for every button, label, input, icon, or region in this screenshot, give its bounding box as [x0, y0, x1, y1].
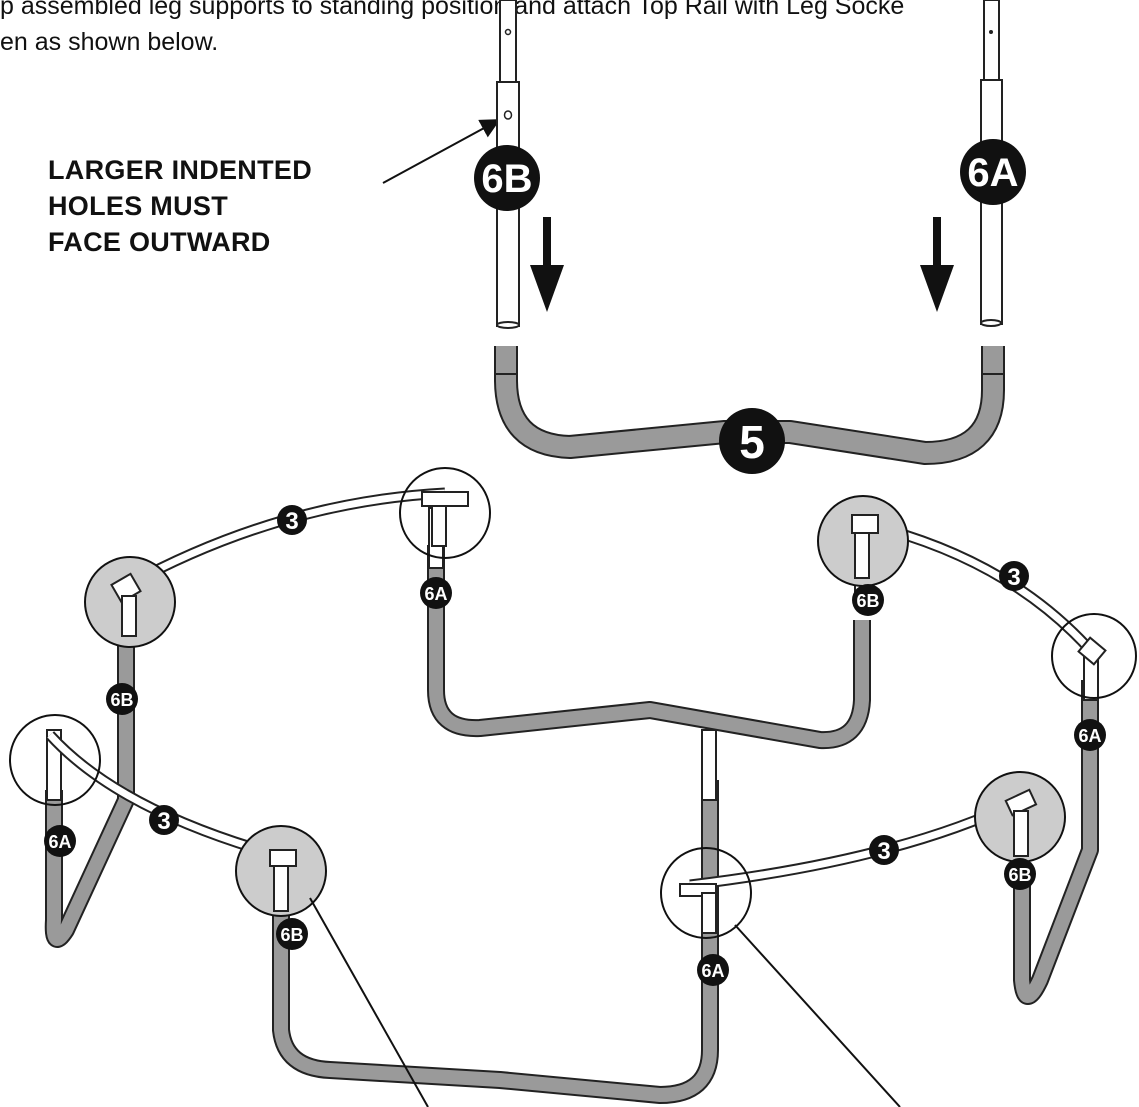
instruction-line-2: en as shown below. [0, 28, 219, 56]
instruction-line-1: p assembled leg supports to standing pos… [0, 0, 905, 20]
callout-line [734, 924, 901, 1107]
detail-circle-6b [235, 825, 327, 917]
svg-text:6B: 6B [1008, 865, 1031, 885]
svg-text:6A: 6A [424, 584, 447, 604]
badge-5-large: 5 [719, 408, 785, 474]
detail-circle-6a [1051, 613, 1137, 699]
svg-text:3: 3 [285, 508, 298, 535]
instruction-text: p assembled leg supports to standing pos… [0, 0, 1139, 60]
svg-text:3: 3 [1007, 564, 1020, 591]
badge-6b: 6B [106, 683, 138, 715]
u-base-front [272, 780, 719, 1104]
warning-label: LARGER INDENTED HOLES MUST FACE OUTWARD [48, 152, 312, 260]
badge-6a: 6A [697, 954, 729, 986]
top-rail-front [689, 795, 1025, 891]
warning-pointer-line [382, 119, 501, 184]
svg-text:6B: 6B [280, 925, 303, 945]
badge-3: 3 [149, 805, 179, 835]
svg-text:5: 5 [739, 416, 765, 468]
badge-6b: 6B [1004, 858, 1036, 890]
svg-text:6A: 6A [1078, 726, 1101, 746]
detail-circle-6b [84, 556, 176, 648]
warning-line-3: FACE OUTWARD [48, 227, 271, 257]
svg-text:3: 3 [877, 838, 890, 865]
svg-text:6A: 6A [967, 151, 1018, 195]
warning-line-1: LARGER INDENTED [48, 155, 313, 185]
detail-circle-6a [660, 847, 752, 939]
down-arrow-icon [920, 217, 954, 312]
detail-circle-6b [817, 495, 909, 587]
badge-6a: 6A [1074, 719, 1106, 751]
badge-3: 3 [277, 505, 307, 535]
badge-6a-large: 6A [960, 139, 1026, 205]
badge-6b: 6B [852, 584, 884, 616]
callout-line [309, 897, 429, 1107]
u-base-back [427, 545, 871, 750]
badge-3: 3 [999, 561, 1029, 591]
detail-circle-6b [974, 771, 1066, 863]
u-base-right [1013, 680, 1099, 1005]
warning-line-2: HOLES MUST [48, 191, 229, 221]
badge-6b: 6B [276, 918, 308, 950]
badge-6a: 6A [420, 577, 452, 609]
badge-3: 3 [869, 835, 899, 865]
detail-circle-6a [399, 467, 491, 559]
svg-text:6A: 6A [701, 961, 724, 981]
u-base-left [44, 620, 135, 948]
svg-text:6A: 6A [48, 832, 71, 852]
badge-6b-large: 6B [474, 145, 540, 211]
down-arrow-icon [530, 217, 564, 312]
svg-text:6B: 6B [481, 157, 532, 201]
svg-text:3: 3 [157, 808, 170, 835]
svg-text:6B: 6B [856, 591, 879, 611]
svg-text:6B: 6B [110, 690, 133, 710]
detail-circle-6a [9, 714, 101, 806]
badge-6a: 6A [44, 825, 76, 857]
